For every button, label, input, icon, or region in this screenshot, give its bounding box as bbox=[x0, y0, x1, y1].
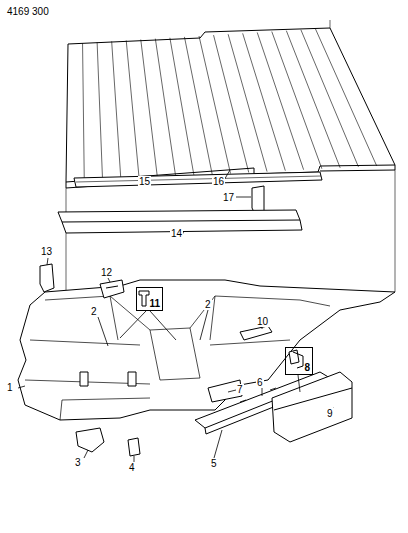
bracket bbox=[76, 428, 104, 452]
callout-number: 13 bbox=[40, 246, 53, 257]
fastener-icon bbox=[139, 291, 149, 306]
callout-number: 8 bbox=[304, 362, 310, 373]
bracket bbox=[100, 280, 124, 298]
callout-number: 1 bbox=[6, 382, 14, 393]
bracket bbox=[128, 438, 140, 456]
crossmember bbox=[74, 172, 322, 187]
panel bbox=[240, 326, 272, 340]
callout-number: 10 bbox=[256, 316, 269, 327]
clip-icon bbox=[289, 350, 303, 368]
panel-rib bbox=[83, 43, 85, 181]
panel bbox=[272, 372, 352, 442]
callout-box: 8 bbox=[285, 347, 313, 375]
panel-rib bbox=[112, 41, 121, 179]
panel-rib bbox=[301, 30, 359, 167]
callout-number: 2 bbox=[204, 299, 212, 310]
callout-number: 15 bbox=[138, 176, 151, 187]
callout-number: 16 bbox=[212, 176, 225, 187]
panel-rib bbox=[170, 38, 194, 176]
bracket bbox=[40, 264, 54, 292]
callout-number: 14 bbox=[170, 228, 183, 239]
callout-number: 17 bbox=[222, 192, 235, 203]
callout-number: 11 bbox=[149, 298, 160, 309]
callout-number: 4 bbox=[128, 462, 136, 473]
callout-number: 9 bbox=[326, 408, 334, 419]
callout-box: 11 bbox=[136, 287, 163, 311]
panel-rib bbox=[141, 40, 158, 178]
callout-number: 7 bbox=[236, 384, 244, 395]
callout-number: 2 bbox=[90, 306, 98, 317]
panel-rib bbox=[272, 32, 322, 169]
figure-number: 4169 300 bbox=[6, 6, 50, 17]
callout-number: 3 bbox=[74, 457, 82, 468]
panel-rib bbox=[97, 42, 102, 180]
panel-rib bbox=[155, 39, 175, 177]
panel-rib bbox=[184, 37, 212, 175]
panel-rib bbox=[228, 34, 267, 171]
panel-rib bbox=[257, 32, 303, 169]
callout-number: 6 bbox=[256, 377, 264, 388]
leader-lines bbox=[18, 170, 334, 462]
callout-number: 12 bbox=[100, 267, 113, 278]
load-floor-panel bbox=[66, 28, 395, 188]
panel-rib bbox=[286, 31, 340, 168]
panel-rib bbox=[243, 33, 286, 170]
panel-rib bbox=[315, 29, 376, 166]
panel-rib bbox=[214, 35, 249, 172]
panel-rib bbox=[199, 36, 231, 174]
panel-rib bbox=[126, 40, 139, 178]
callout-number: 5 bbox=[210, 458, 218, 469]
